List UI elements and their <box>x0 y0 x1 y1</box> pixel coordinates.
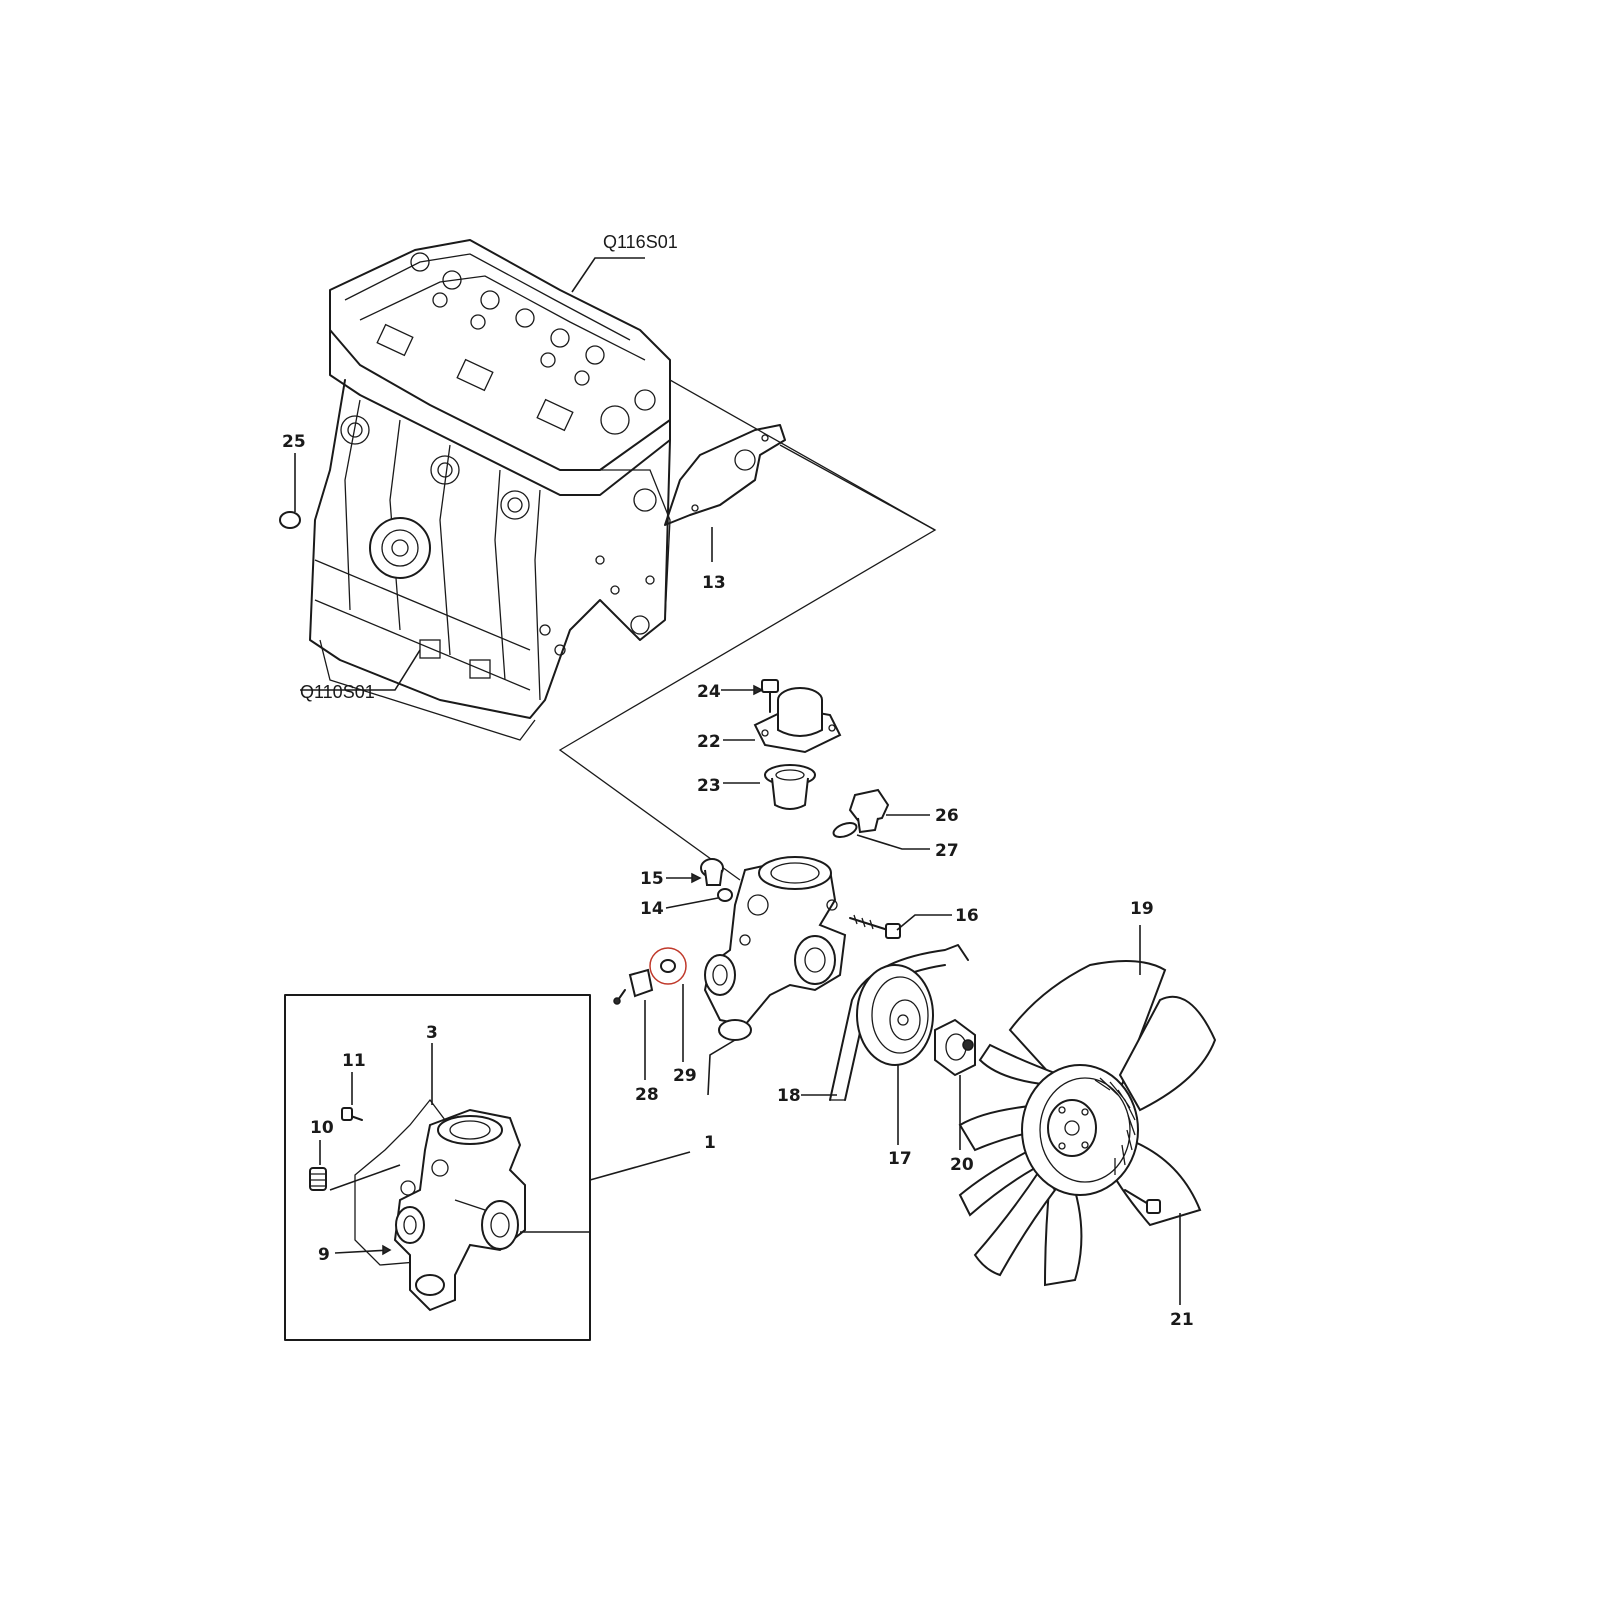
plug-15 <box>700 858 724 886</box>
callout-15: 15 <box>640 869 664 889</box>
ref-cylinder-block: Q110S01 <box>300 682 375 702</box>
temperature-sender-28 <box>613 968 654 1005</box>
reference-labels: Q116S01 Q110S01 <box>300 232 678 702</box>
callout-labels: 25 13 24 22 23 26 27 15 14 16 19 18 17 2… <box>282 432 1194 1330</box>
callout-29: 29 <box>673 1066 697 1086</box>
callout-25: 25 <box>282 432 306 452</box>
callout-17: 17 <box>888 1149 912 1169</box>
plug-26 <box>848 788 890 834</box>
callout-24: 24 <box>697 682 721 702</box>
washer-14 <box>717 888 733 902</box>
washer-29 <box>649 947 687 985</box>
pulley-17 <box>856 964 934 1066</box>
washer-27 <box>832 822 858 838</box>
highlight-circle <box>649 947 687 985</box>
leader-lines <box>279 257 1181 1305</box>
callout-26: 26 <box>935 806 959 826</box>
thermostat-23 <box>764 764 816 810</box>
callout-23: 23 <box>697 776 721 796</box>
callout-9: 9 <box>318 1245 330 1265</box>
callout-22: 22 <box>697 732 721 752</box>
bolt-24 <box>761 679 779 713</box>
callout-10: 10 <box>310 1118 334 1138</box>
water-pump-assembly <box>703 856 847 1041</box>
callout-28: 28 <box>635 1085 659 1105</box>
assembly-guide-lines <box>558 379 937 881</box>
callout-27: 27 <box>935 841 959 861</box>
engine-assembly <box>309 239 671 741</box>
callout-14: 14 <box>640 899 664 919</box>
detail-inset <box>284 994 591 1341</box>
callout-20: 20 <box>950 1155 974 1175</box>
bolt-16 <box>849 914 901 939</box>
inset-frame <box>284 994 591 1341</box>
fan-spacer-20 <box>934 1018 976 1077</box>
callout-11: 11 <box>342 1051 366 1071</box>
callout-1: 1 <box>704 1133 716 1153</box>
callout-16: 16 <box>955 906 979 926</box>
callout-13: 13 <box>702 573 726 593</box>
ref-cylinder-head: Q116S01 <box>603 232 678 252</box>
gasket-13 <box>664 424 786 526</box>
cooling-fan-19 <box>958 960 1217 1287</box>
bolt-21 <box>1124 1189 1161 1214</box>
callout-19: 19 <box>1130 899 1154 919</box>
callout-3: 3 <box>426 1023 438 1043</box>
callout-21: 21 <box>1170 1310 1194 1330</box>
thermostat-cover-22 <box>753 687 842 754</box>
callout-18: 18 <box>777 1086 801 1106</box>
